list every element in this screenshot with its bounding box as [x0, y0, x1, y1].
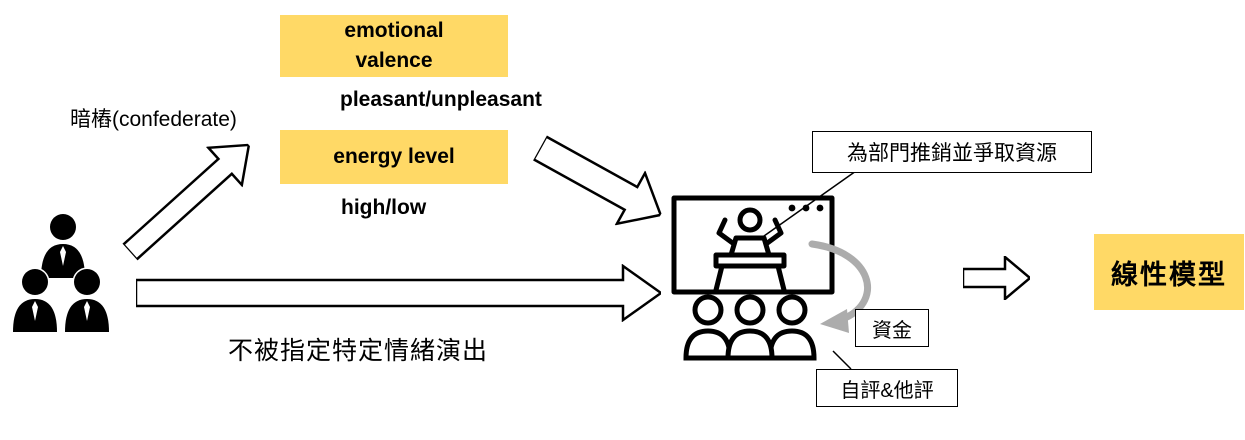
linear-model-box: 線性模型 [1094, 234, 1244, 310]
participants-group-icon [11, 212, 110, 334]
energy-level-box: energy level [280, 130, 508, 184]
energy-level-levels: high/low [341, 196, 427, 219]
pitch-task-callout: 為部門推銷並爭取資源 [812, 131, 1092, 173]
diagonal-up-arrow [121, 143, 251, 262]
funding-callout: 資金 [855, 309, 929, 347]
energy-level-title: energy level [333, 144, 455, 168]
main-horizontal-arrow [136, 264, 661, 322]
emotional-valence-levels: pleasant/unpleasant [340, 88, 542, 111]
emotional-valence-box: emotional valence [280, 15, 508, 77]
confederate-label: 暗樁(confederate) [70, 108, 237, 131]
presentation-icon [671, 195, 835, 361]
evaluation-callout: 自評&他評 [816, 369, 958, 407]
no-emotion-label: 不被指定特定情緒演出 [228, 337, 489, 365]
diagonal-down-arrow [531, 134, 663, 226]
result-arrow [963, 256, 1030, 300]
emotional-valence-title: emotional valence [344, 18, 444, 72]
